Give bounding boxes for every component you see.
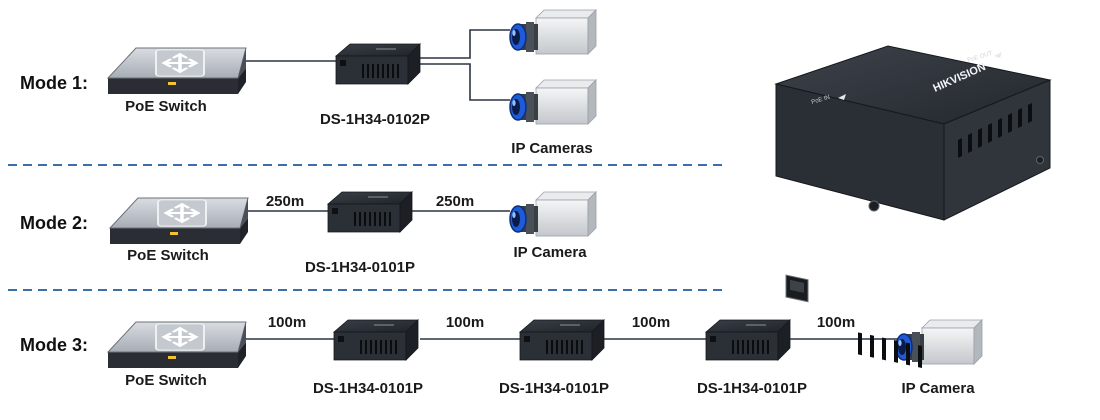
extender-model-label: DS-1H34-0102P [319,111,431,128]
extender-icon [335,43,421,85]
ip-camera-icon [509,9,597,55]
ip-camera-icon [509,79,597,125]
poe-switch-icon [108,196,250,246]
extender-icon [327,191,413,233]
ip-camera-label: IP Camera [513,244,587,261]
cable-to-camera-top [420,29,510,59]
ip-camera-icon [509,191,597,237]
extender-model-label: DS-1H34-0101P [696,380,808,397]
mode-1-label: Mode 1: [20,73,89,93]
hikvision-extender-product-image: HIKVISION PoE IN PoE OUT [774,45,1052,368]
distance-label: 100m [816,314,856,331]
cable-to-camera-bottom [420,63,510,101]
poe-switch-icon [106,46,248,96]
extender-icon [705,319,791,361]
poe-switch-label: PoE Switch [127,247,209,264]
ip-camera-label: IP Camera [901,380,975,397]
poe-switch-icon [106,320,248,370]
distance-label: 250m [435,193,475,210]
mode-3-label: Mode 3: [20,335,89,355]
extender-icon [333,319,419,361]
extender-icon [519,319,605,361]
extender-model-label: DS-1H34-0101P [498,380,610,397]
poe-switch-label: PoE Switch [125,98,207,115]
ip-cameras-label: IP Cameras [511,140,593,157]
distance-label: 100m [631,314,671,331]
extender-model-label: DS-1H34-0101P [304,259,416,276]
distance-label: 100m [267,314,307,331]
mode-2-label: Mode 2: [20,213,89,233]
distance-label: 250m [265,193,305,210]
cables [238,29,898,340]
distance-label: 100m [445,314,485,331]
poe-in-mark: PoE IN [811,95,831,106]
poe-switch-label: PoE Switch [125,372,207,389]
extender-model-label: DS-1H34-0101P [312,380,424,397]
